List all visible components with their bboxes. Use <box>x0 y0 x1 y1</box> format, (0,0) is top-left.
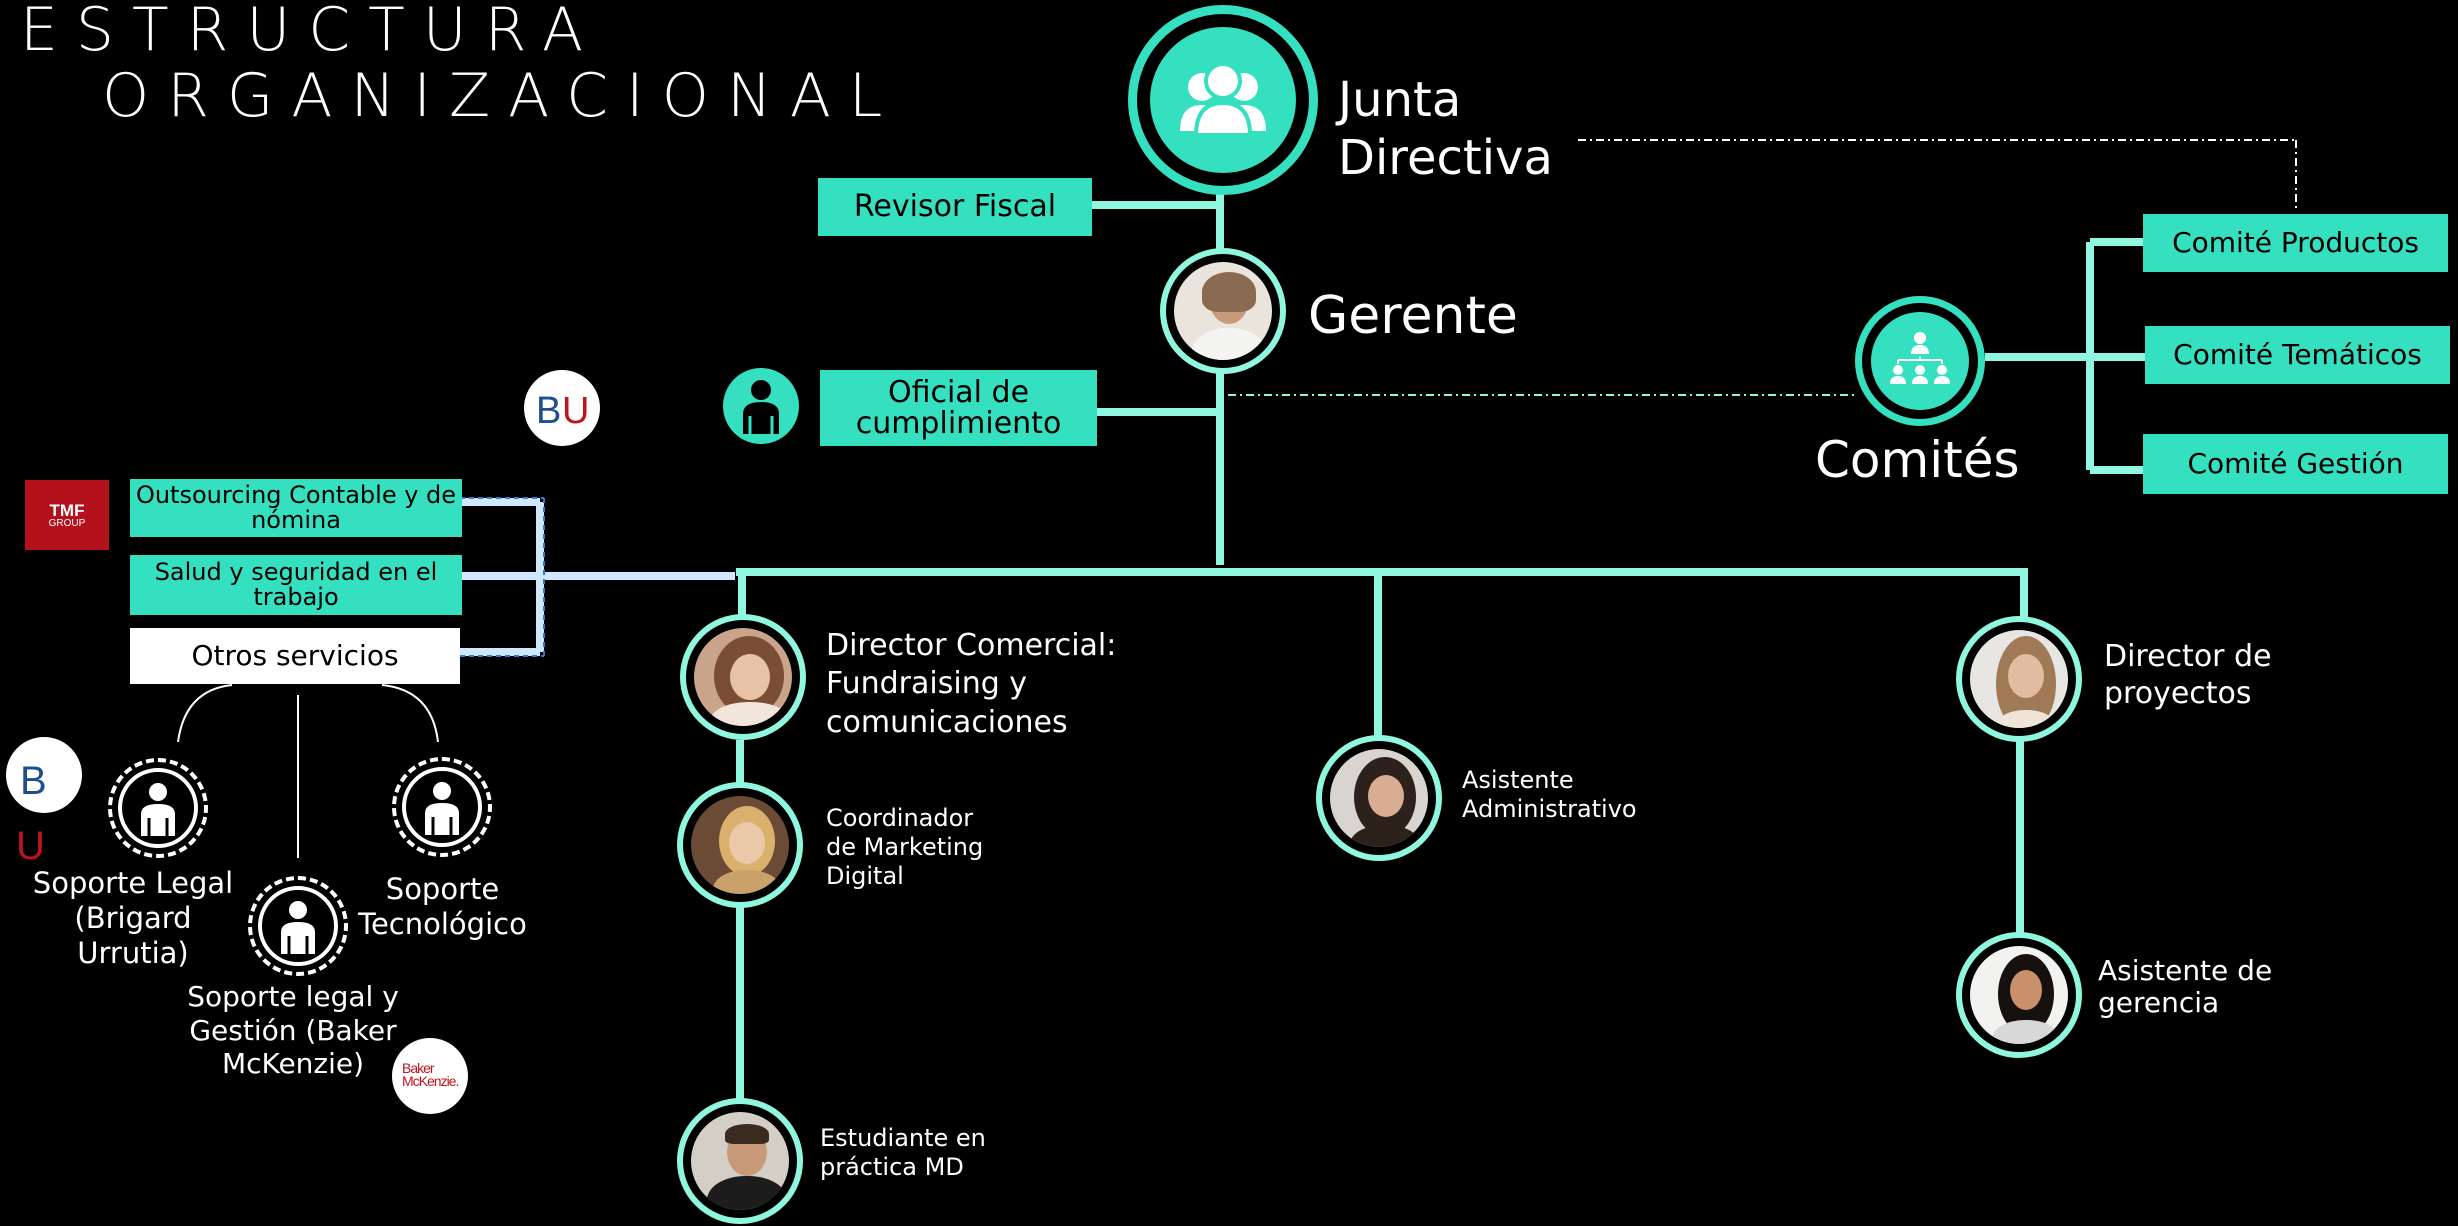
outsourcing-box: Outsourcing Contable y de nómina <box>130 479 462 537</box>
bu-small-b: B <box>20 759 47 803</box>
soporte-tecnologico-label: Soporte Tecnológico <box>358 872 527 941</box>
asistente-gerencia-avatar <box>1956 932 2082 1058</box>
otros-servicios-box: Otros servicios <box>130 628 460 684</box>
baker-mckenzie-logo: Baker McKenzie. <box>392 1038 468 1114</box>
tmf-logo-subtext: GROUP <box>48 517 86 529</box>
gerente-label: Gerente <box>1308 286 1518 346</box>
tmf-logo-text: TMF <box>49 500 85 520</box>
bu-logo-u: U <box>562 390 590 432</box>
soporte-baker-label: Soporte legal y Gestión (Baker McKenzie) <box>187 980 399 1081</box>
director-comercial-avatar <box>680 614 806 740</box>
brigard-urrutia-logo-small: B <box>6 737 82 813</box>
page-title-line2: ORGANIZACIONAL <box>102 61 901 131</box>
director-proyectos-label: Director de proyectos <box>2104 639 2272 712</box>
brigard-urrutia-logo: B U <box>524 370 600 446</box>
hierarchy-icon <box>1871 312 1969 410</box>
comite-gestion-box: Comité Gestión <box>2143 434 2448 494</box>
person-icon <box>723 368 799 444</box>
page-title-line1: ESTRUCTURA <box>20 0 602 65</box>
person-icon <box>392 757 492 857</box>
asistente-gerencia-label: Asistente de gerencia <box>2098 954 2273 1020</box>
comites-node <box>1855 296 1985 426</box>
bu-logo-b: B <box>536 390 562 432</box>
estudiante-avatar <box>677 1098 803 1224</box>
board-label: Junta Directiva <box>1338 72 1553 186</box>
person-icon <box>248 876 348 976</box>
board-node <box>1128 5 1318 195</box>
asistente-administrativo-label: Asistente Administrativo <box>1462 766 1637 823</box>
asistente-administrativo-avatar <box>1316 735 1442 861</box>
salud-seguridad-box: Salud y seguridad en el trabajo <box>130 555 462 615</box>
bu-small-u: U <box>16 824 45 868</box>
revisor-fiscal-box: Revisor Fiscal <box>818 178 1092 236</box>
comite-productos-box: Comité Productos <box>2143 214 2448 272</box>
coordinador-label: Coordinador de Marketing Digital <box>826 804 984 890</box>
comites-label: Comités <box>1815 431 2020 489</box>
group-icon <box>1150 27 1296 173</box>
estudiante-label: Estudiante en práctica MD <box>820 1124 986 1181</box>
director-proyectos-avatar <box>1956 616 2082 742</box>
tmf-group-logo: TMF GROUP <box>25 480 109 550</box>
gerente-avatar <box>1160 248 1286 374</box>
soporte-legal-label: Soporte Legal (Brigard Urrutia) <box>32 866 234 970</box>
director-comercial-label: Director Comercial: Fundraising y comuni… <box>826 628 1117 740</box>
oficial-cumplimiento-box: Oficial de cumplimiento <box>820 370 1097 446</box>
coordinador-avatar <box>677 782 803 908</box>
baker-logo-text: Baker McKenzie. <box>402 1060 459 1090</box>
comite-tematicos-box: Comité Temáticos <box>2145 326 2450 384</box>
person-icon <box>108 758 208 858</box>
